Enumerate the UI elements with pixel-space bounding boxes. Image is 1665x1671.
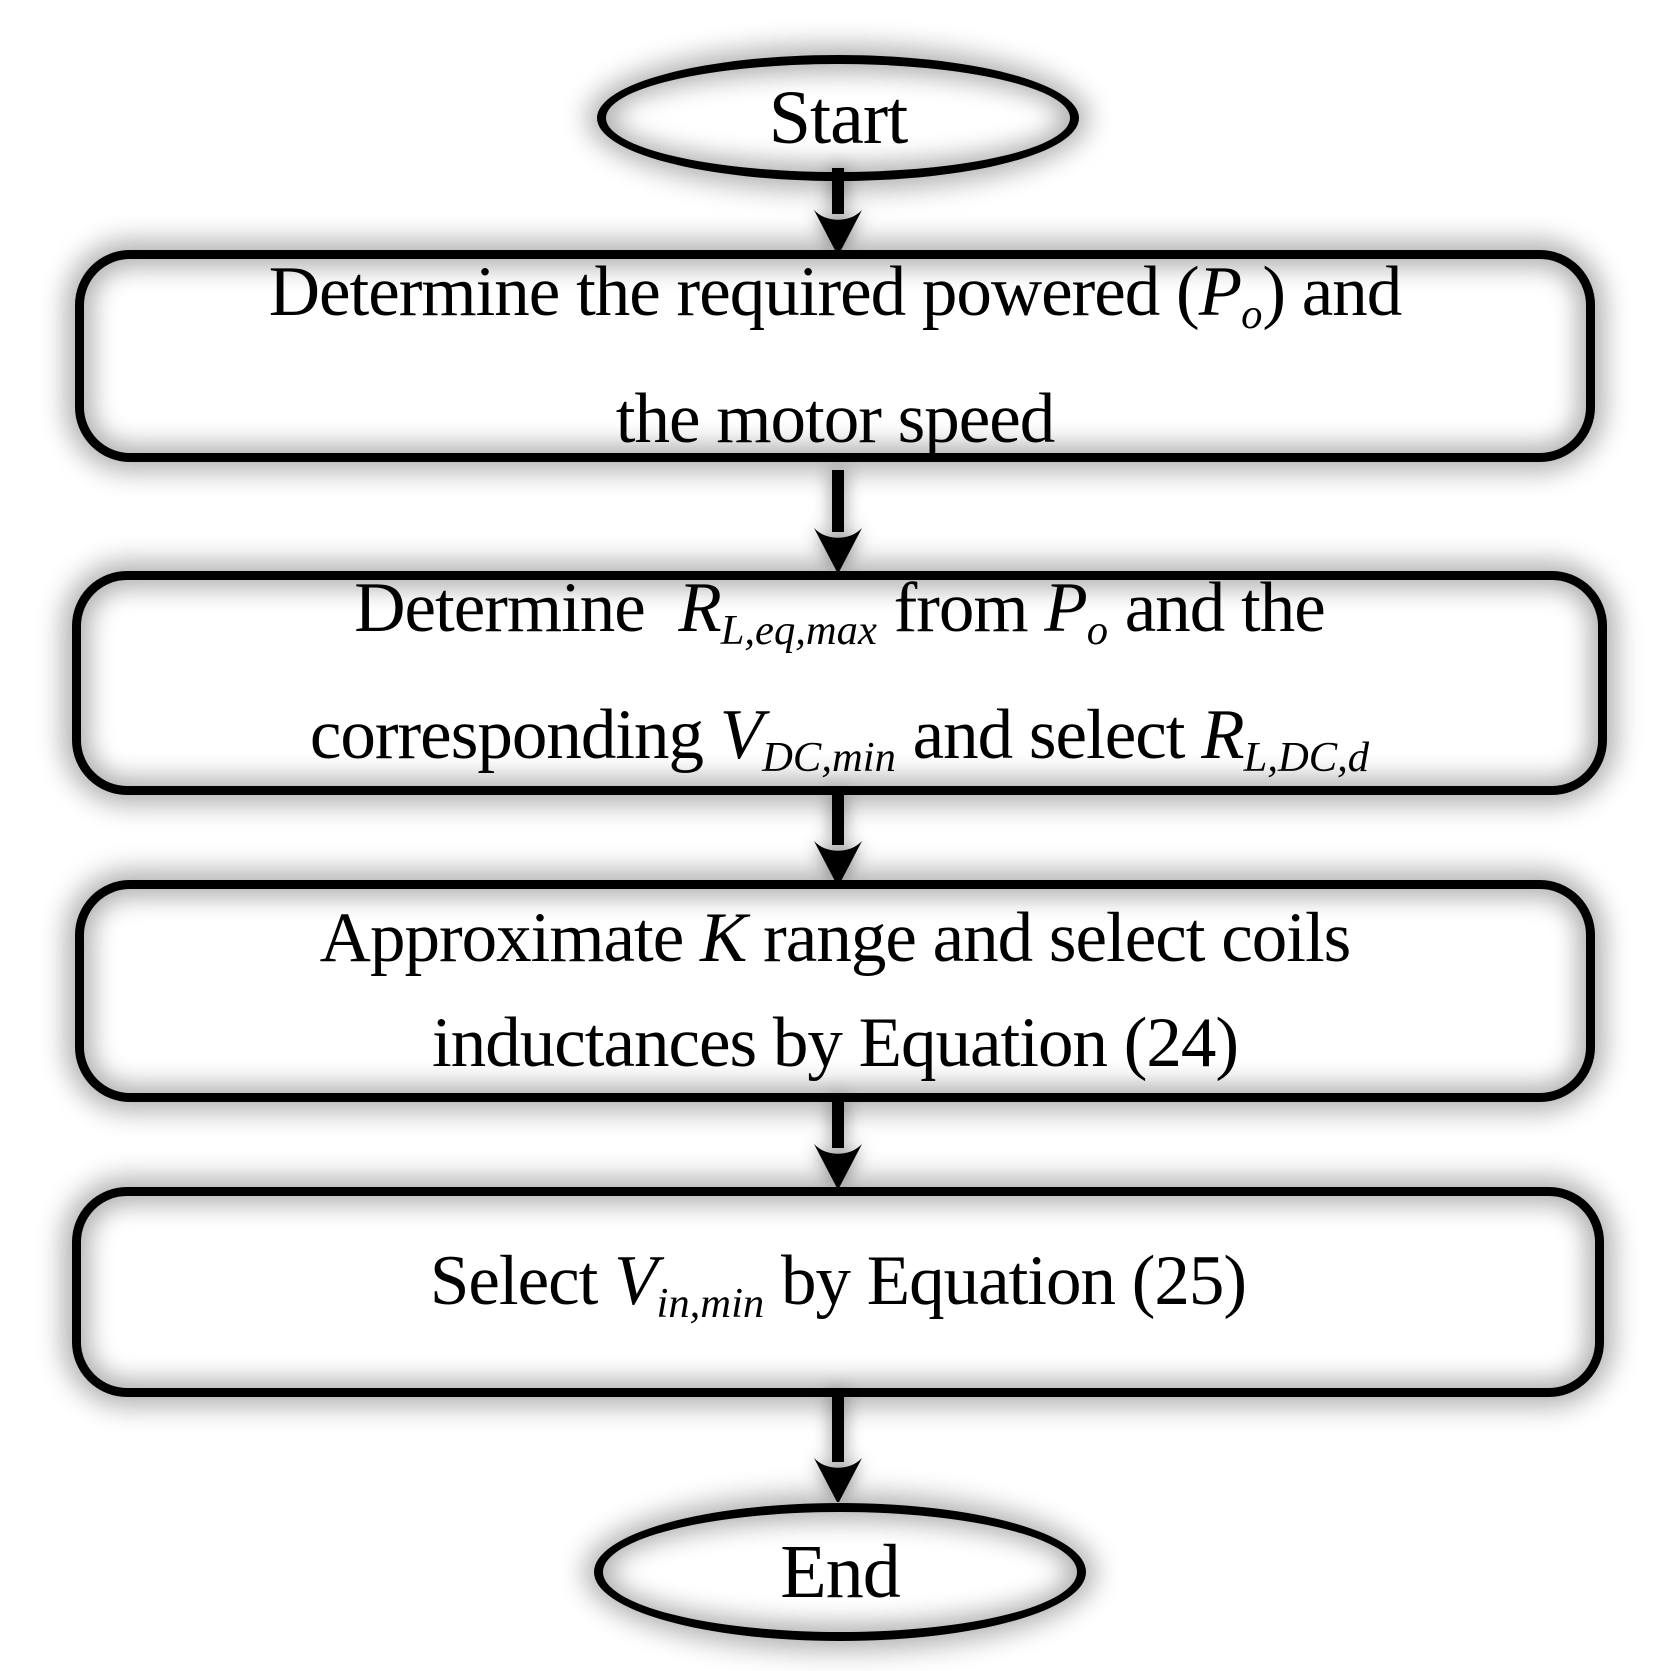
step-2-line-1: Determine RL,eq,max from Po and the <box>354 569 1326 654</box>
step-1-line-1: Determine the required powered (Po) and <box>268 253 1403 338</box>
flow-node-step-4: Select Vin,min by Equation (25) <box>72 1187 1604 1397</box>
down-arrow-icon <box>814 470 862 572</box>
flow-node-step-3: Approximate K range and select coils ind… <box>75 880 1595 1102</box>
down-arrow-icon <box>814 793 862 885</box>
step-3-line-2: inductances by Equation (24) <box>431 1004 1239 1082</box>
flow-node-start: Start <box>597 55 1079 181</box>
start-label: Start <box>768 76 909 160</box>
end-label: End <box>780 1530 900 1614</box>
flow-node-step-2: Determine RL,eq,max from Po and the corr… <box>72 569 1607 795</box>
step-2-line-2: corresponding VDC,min and select RL,DC,d <box>309 696 1370 781</box>
step-1-line-2: the motor speed <box>615 379 1055 458</box>
step-3-line-1: Approximate K range and select coils <box>319 899 1352 977</box>
down-arrow-icon <box>814 1098 862 1188</box>
flow-node-end: End <box>594 1503 1086 1641</box>
step-4-line-1: Select Vin,min by Equation (25) <box>429 1241 1247 1327</box>
down-arrow-icon <box>814 1392 862 1502</box>
down-arrow-icon <box>814 168 862 254</box>
flow-node-step-1: Determine the required powered (Po) and … <box>75 250 1595 462</box>
